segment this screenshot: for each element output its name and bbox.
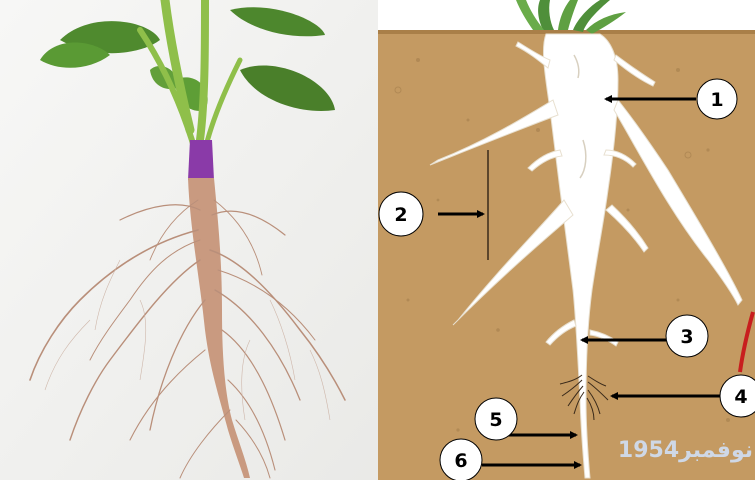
label-badge-3: 3: [666, 315, 708, 357]
svg-text:4: 4: [734, 386, 747, 408]
svg-text:2: 2: [394, 204, 407, 226]
label-badge-1: 1: [697, 79, 737, 119]
label-badge-5: 5: [475, 398, 517, 440]
svg-text:3: 3: [680, 326, 693, 348]
taproot-diagram: 1 2 3 4 5 6 نوفمبر1954: [378, 0, 755, 480]
label-badge-2: 2: [379, 192, 423, 236]
svg-text:5: 5: [489, 409, 502, 431]
stem-base: [188, 140, 214, 180]
label-badge-6: 6: [440, 439, 482, 480]
svg-text:6: 6: [454, 450, 467, 472]
watermark-text: نوفمبر1954: [618, 438, 753, 463]
taproot-photo: [0, 0, 378, 480]
svg-text:1: 1: [710, 89, 723, 111]
